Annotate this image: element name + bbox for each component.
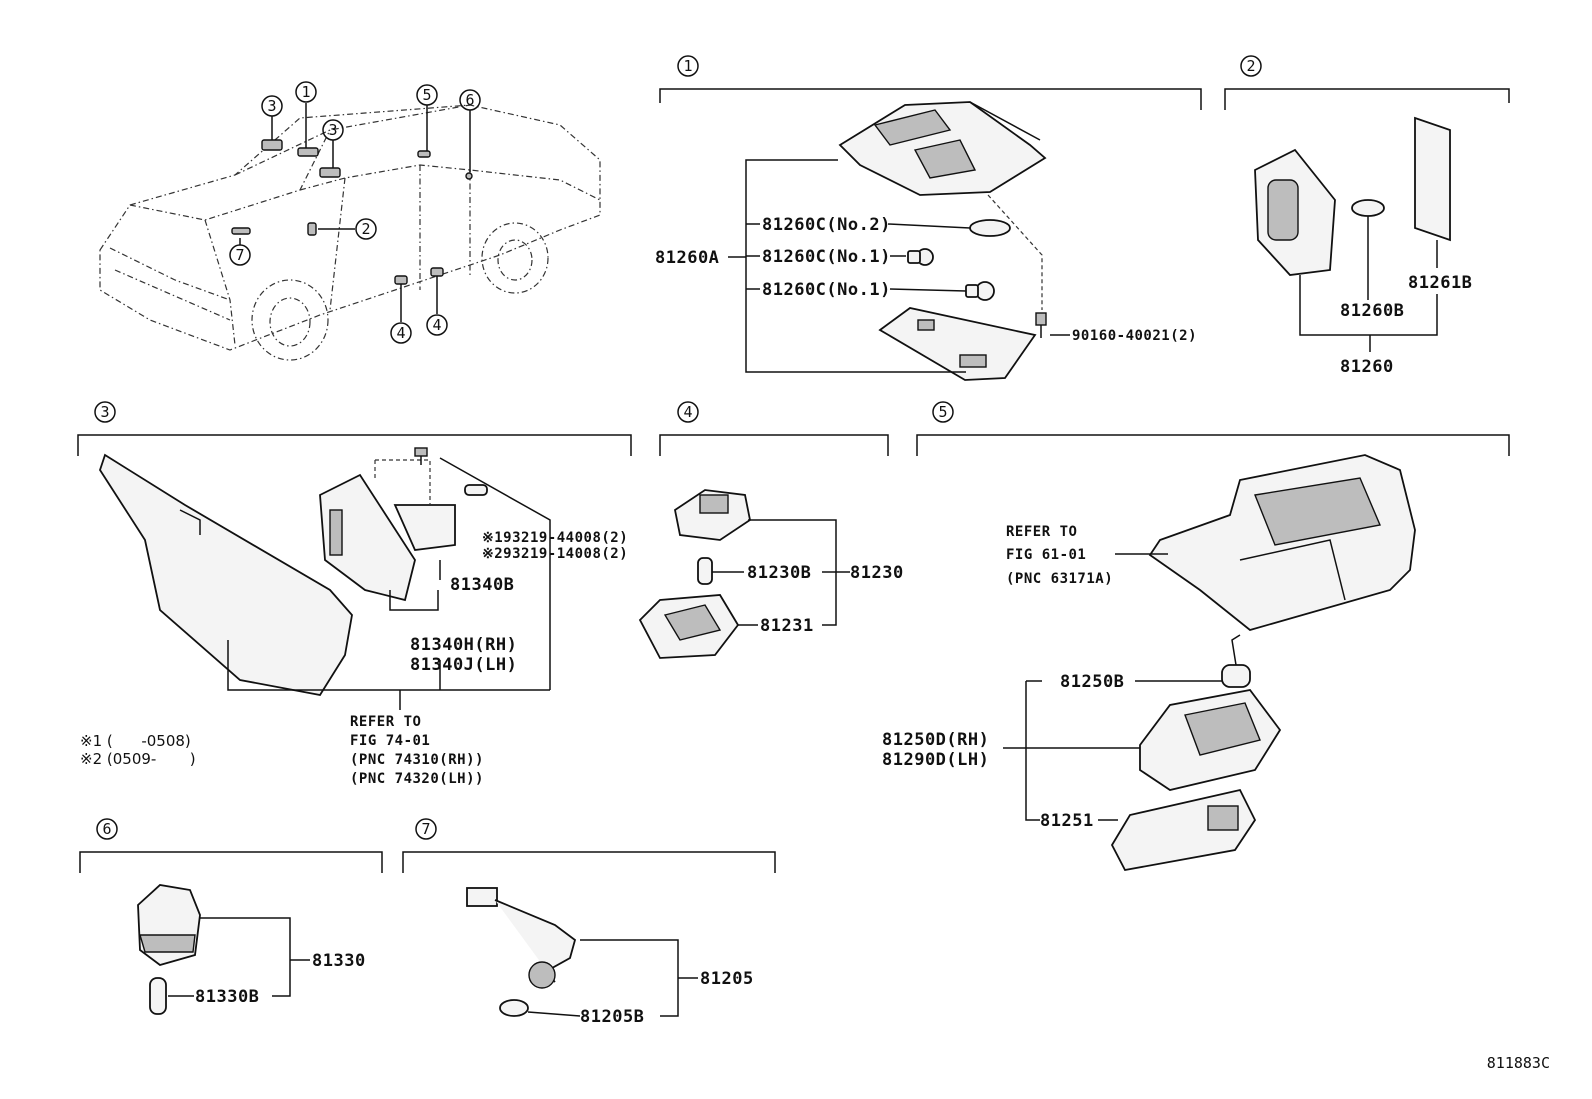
label-81340B: 81340B	[450, 575, 514, 595]
license-lamp-cover	[1414, 116, 1451, 242]
svg-text:4: 4	[432, 316, 441, 334]
label-81340J-LH: 81340J(LH)	[410, 655, 517, 675]
svg-text:7: 7	[421, 820, 430, 838]
section-1-callout: 1	[677, 55, 699, 77]
label-81205: 81205	[700, 969, 754, 989]
section-6-lamp: 6 81330 81330B	[79, 818, 383, 1015]
svg-text:5: 5	[938, 403, 947, 421]
section-7-lamp: 7 81205 81205B	[402, 818, 776, 1027]
section-7-callout: 7	[415, 818, 437, 840]
lamp-6-housing	[137, 884, 201, 966]
section-2-callout: 2	[1240, 55, 1262, 77]
svg-text:5: 5	[422, 86, 431, 104]
svg-text:4: 4	[683, 403, 692, 421]
section-4-courtesy-lamp: 4 81230B 81230 81231	[638, 401, 904, 659]
lamp-6-bulb	[149, 977, 167, 1015]
section-3-vanity-lamp: 3 ※193219-44008(2) ※293219-14008(2) 8134…	[77, 401, 632, 787]
svg-text:7: 7	[235, 246, 244, 264]
interior-lamp-bulb	[1221, 634, 1251, 688]
label-93219-14008: ※293219-14008(2)	[482, 546, 628, 562]
car-callout-3b: 3	[322, 119, 344, 141]
refer-5-line-3: (PNC 63171A)	[1006, 571, 1113, 587]
license-lamp-bulb	[1351, 199, 1385, 217]
svg-text:6: 6	[102, 820, 111, 838]
section-1-map-lamp: 1 81260A 81260C(No.2) 81260C(No.1) 81260…	[655, 55, 1202, 381]
lamp-7-bulb	[499, 999, 529, 1017]
refer-5-line-1: REFER TO	[1006, 524, 1077, 540]
label-81260C-no1-a: 81260C(No.1)	[762, 247, 891, 267]
section-4-callout: 4	[677, 401, 699, 423]
lamp-7-socket	[528, 961, 556, 989]
svg-text:4: 4	[396, 324, 405, 342]
refer-line-4: (PNC 74320(LH))	[350, 771, 484, 787]
section-3-callout: 3	[94, 401, 116, 423]
label-93219-44008: ※193219-44008(2)	[482, 530, 628, 546]
refer-line-2: FIG 74-01	[350, 733, 430, 749]
label-81260B: 81260B	[1340, 301, 1404, 321]
label-81261B: 81261B	[1408, 273, 1472, 293]
label-81260C-no2: 81260C(No.2)	[762, 215, 891, 235]
note-1: ※1 ( -0508)	[80, 732, 191, 750]
bulb-no1-b	[965, 281, 995, 301]
courtesy-lamp-bulb	[697, 557, 713, 585]
label-90160-40021: 90160-40021(2)	[1072, 328, 1197, 344]
car-callout-7: 7	[229, 244, 251, 266]
car-callout-4b: 4	[426, 314, 448, 336]
label-81205B: 81205B	[580, 1007, 644, 1027]
section-6-callout: 6	[96, 818, 118, 840]
car-callout-4a: 4	[390, 322, 412, 344]
label-81290D-LH: 81290D(LH)	[882, 750, 989, 770]
svg-text:1: 1	[683, 57, 692, 75]
refer-line-3: (PNC 74310(RH))	[350, 752, 484, 768]
label-81330: 81330	[312, 951, 366, 971]
svg-text:2: 2	[361, 220, 370, 238]
refer-line-1: REFER TO	[350, 714, 421, 730]
label-81251: 81251	[1040, 811, 1094, 831]
car-callout-3a: 3	[261, 95, 283, 117]
svg-text:6: 6	[465, 91, 474, 109]
note-2: ※2 (0509- )	[80, 750, 196, 768]
label-81230B: 81230B	[747, 563, 811, 583]
svg-text:3: 3	[100, 403, 109, 421]
svg-text:3: 3	[328, 121, 337, 139]
label-81230: 81230	[850, 563, 904, 583]
refer-5-line-2: FIG 61-01	[1006, 547, 1086, 563]
sun-visor	[99, 453, 353, 696]
car-callout-6: 6	[459, 89, 481, 111]
label-81330B: 81330B	[195, 987, 259, 1007]
label-81231: 81231	[760, 616, 814, 636]
car-callout-2: 2	[355, 218, 377, 240]
label-81250B: 81250B	[1060, 672, 1124, 692]
diagram-id: 811883C	[1487, 1054, 1550, 1072]
label-81260: 81260	[1340, 357, 1394, 377]
svg-text:2: 2	[1246, 57, 1255, 75]
lamp-7-connector	[466, 887, 498, 907]
screw-icon	[1035, 312, 1047, 338]
bulb-no1-a	[907, 248, 934, 266]
screw-icon	[414, 447, 428, 465]
car-callout-5: 5	[416, 84, 438, 106]
svg-text:1: 1	[301, 83, 310, 101]
label-81250D-RH: 81250D(RH)	[882, 730, 989, 750]
label-81260A: 81260A	[655, 248, 719, 268]
vanity-lamp-housing	[319, 473, 416, 602]
vanity-lamp-bulb	[464, 484, 488, 496]
bulb-no2	[969, 219, 1011, 237]
section-5-callout: 5	[932, 401, 954, 423]
section-5-interior-lamp: 5 REFER TO FIG 61-01 (PNC 63171A) 81250B…	[882, 401, 1510, 872]
svg-text:3: 3	[267, 97, 276, 115]
map-lamp-lens	[878, 307, 1037, 381]
car-callout-1: 1	[295, 81, 317, 103]
section-2-license-lamp: 2 81261B 81260B 81260	[1224, 55, 1510, 377]
label-81340H-RH: 81340H(RH)	[410, 635, 517, 655]
label-81260C-no1-b: 81260C(No.1)	[762, 280, 891, 300]
car-overview: 3 1 3 5 6 7 2 4 4	[99, 81, 601, 361]
